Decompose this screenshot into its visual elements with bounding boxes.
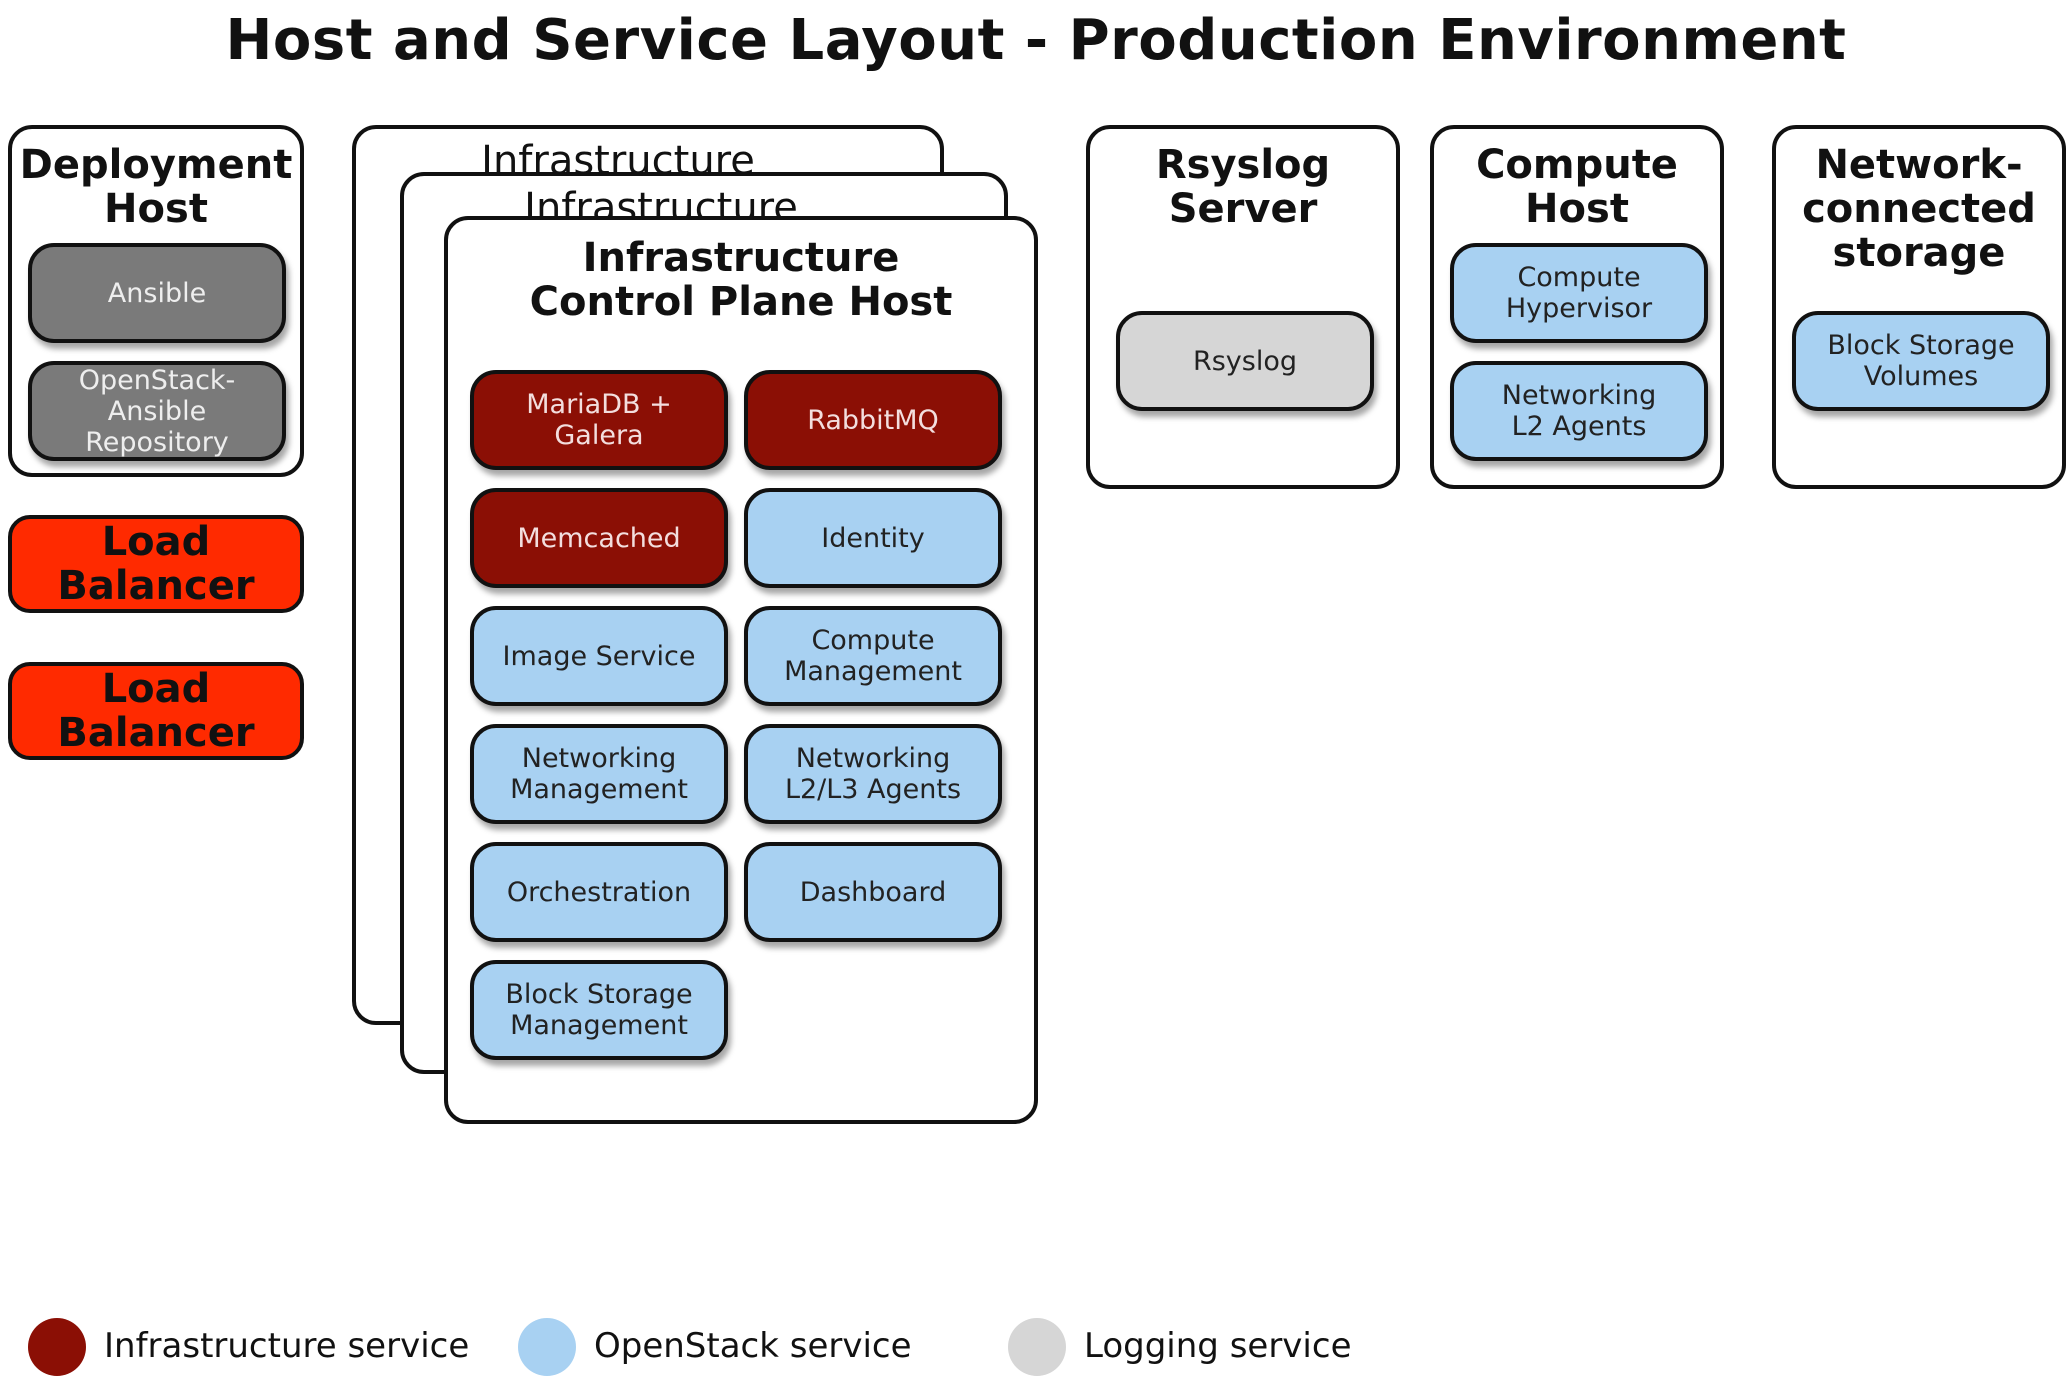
mariadb-galera-service: MariaDB + Galera <box>470 370 728 470</box>
network-connected-storage: Network- connected storage Block Storage… <box>1772 125 2066 489</box>
load-balancer-2: Load Balancer <box>8 662 304 760</box>
memcached-service: Memcached <box>470 488 728 588</box>
rsyslog-server-title: Rsyslog Server <box>1155 142 1331 232</box>
network-connected-storage-title: Network- connected storage <box>1802 142 2036 276</box>
dashboard-service: Dashboard <box>744 842 1002 942</box>
legend-label-openstack: OpenStack service <box>594 1326 912 1366</box>
orchestration-service: Orchestration <box>470 842 728 942</box>
deployment-host: Deployment Host Ansible OpenStack- Ansib… <box>8 125 304 477</box>
identity-service: Identity <box>744 488 1002 588</box>
image-service: Image Service <box>470 606 728 706</box>
rsyslog-server: Rsyslog Server Rsyslog <box>1086 125 1400 489</box>
networking-management-service: Networking Management <box>470 724 728 824</box>
load-balancer-1: Load Balancer <box>8 515 304 613</box>
legend-swatch-logging <box>1008 1318 1066 1376</box>
compute-management-service: Compute Management <box>744 606 1002 706</box>
legend-label-logging: Logging service <box>1084 1326 1352 1366</box>
rsyslog-service: Rsyslog <box>1116 311 1374 411</box>
legend-swatch-infrastructure <box>28 1318 86 1376</box>
openstack-ansible-repository-service: OpenStack- Ansible Repository <box>28 361 286 461</box>
compute-host: Compute Host Compute Hypervisor Networki… <box>1430 125 1724 489</box>
compute-host-title: Compute Host <box>1476 142 1678 232</box>
deployment-host-title: Deployment Host <box>19 142 293 232</box>
rabbitmq-service: RabbitMQ <box>744 370 1002 470</box>
legend-swatch-openstack <box>518 1318 576 1376</box>
networking-l2-agents-service: Networking L2 Agents <box>1450 361 1708 461</box>
block-storage-volumes-service: Block Storage Volumes <box>1792 311 2050 411</box>
block-storage-management-service: Block Storage Management <box>470 960 728 1060</box>
diagram-title: Host and Service Layout - Production Env… <box>225 8 1847 73</box>
infrastructure-control-plane-host: Infrastructure Control Plane Host MariaD… <box>444 216 1038 1124</box>
networking-l2-l3-agents-service: Networking L2/L3 Agents <box>744 724 1002 824</box>
ansible-service: Ansible <box>28 243 286 343</box>
legend-label-infrastructure: Infrastructure service <box>104 1326 470 1366</box>
compute-hypervisor-service: Compute Hypervisor <box>1450 243 1708 343</box>
infrastructure-control-plane-host-title: Infrastructure Control Plane Host <box>529 235 953 325</box>
